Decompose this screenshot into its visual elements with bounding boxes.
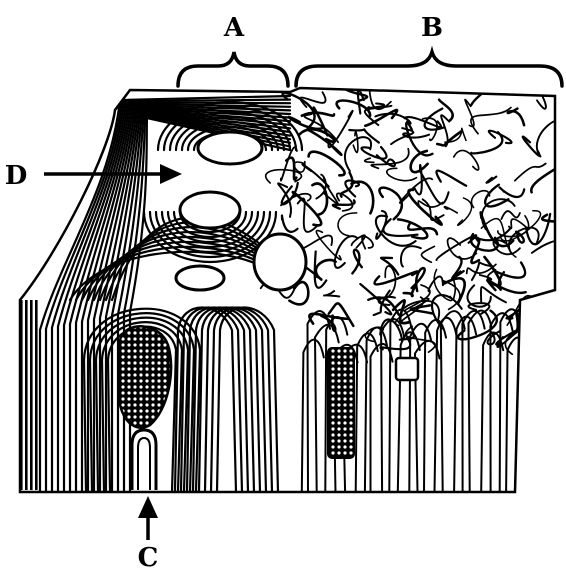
label-d: D (5, 161, 28, 191)
bracket-b (296, 52, 562, 86)
dotted-cavity-right (328, 348, 354, 458)
lacuna (176, 266, 224, 290)
fiber-line (533, 301, 560, 330)
lacuna (180, 192, 240, 228)
label-c: C (138, 543, 159, 568)
bracket-a (178, 52, 288, 86)
label-a: A (223, 13, 245, 43)
label-b: B (421, 13, 443, 43)
lacuna (198, 132, 262, 164)
arrow-c (138, 496, 158, 540)
lacuna (254, 234, 306, 290)
lacuna (396, 358, 418, 380)
